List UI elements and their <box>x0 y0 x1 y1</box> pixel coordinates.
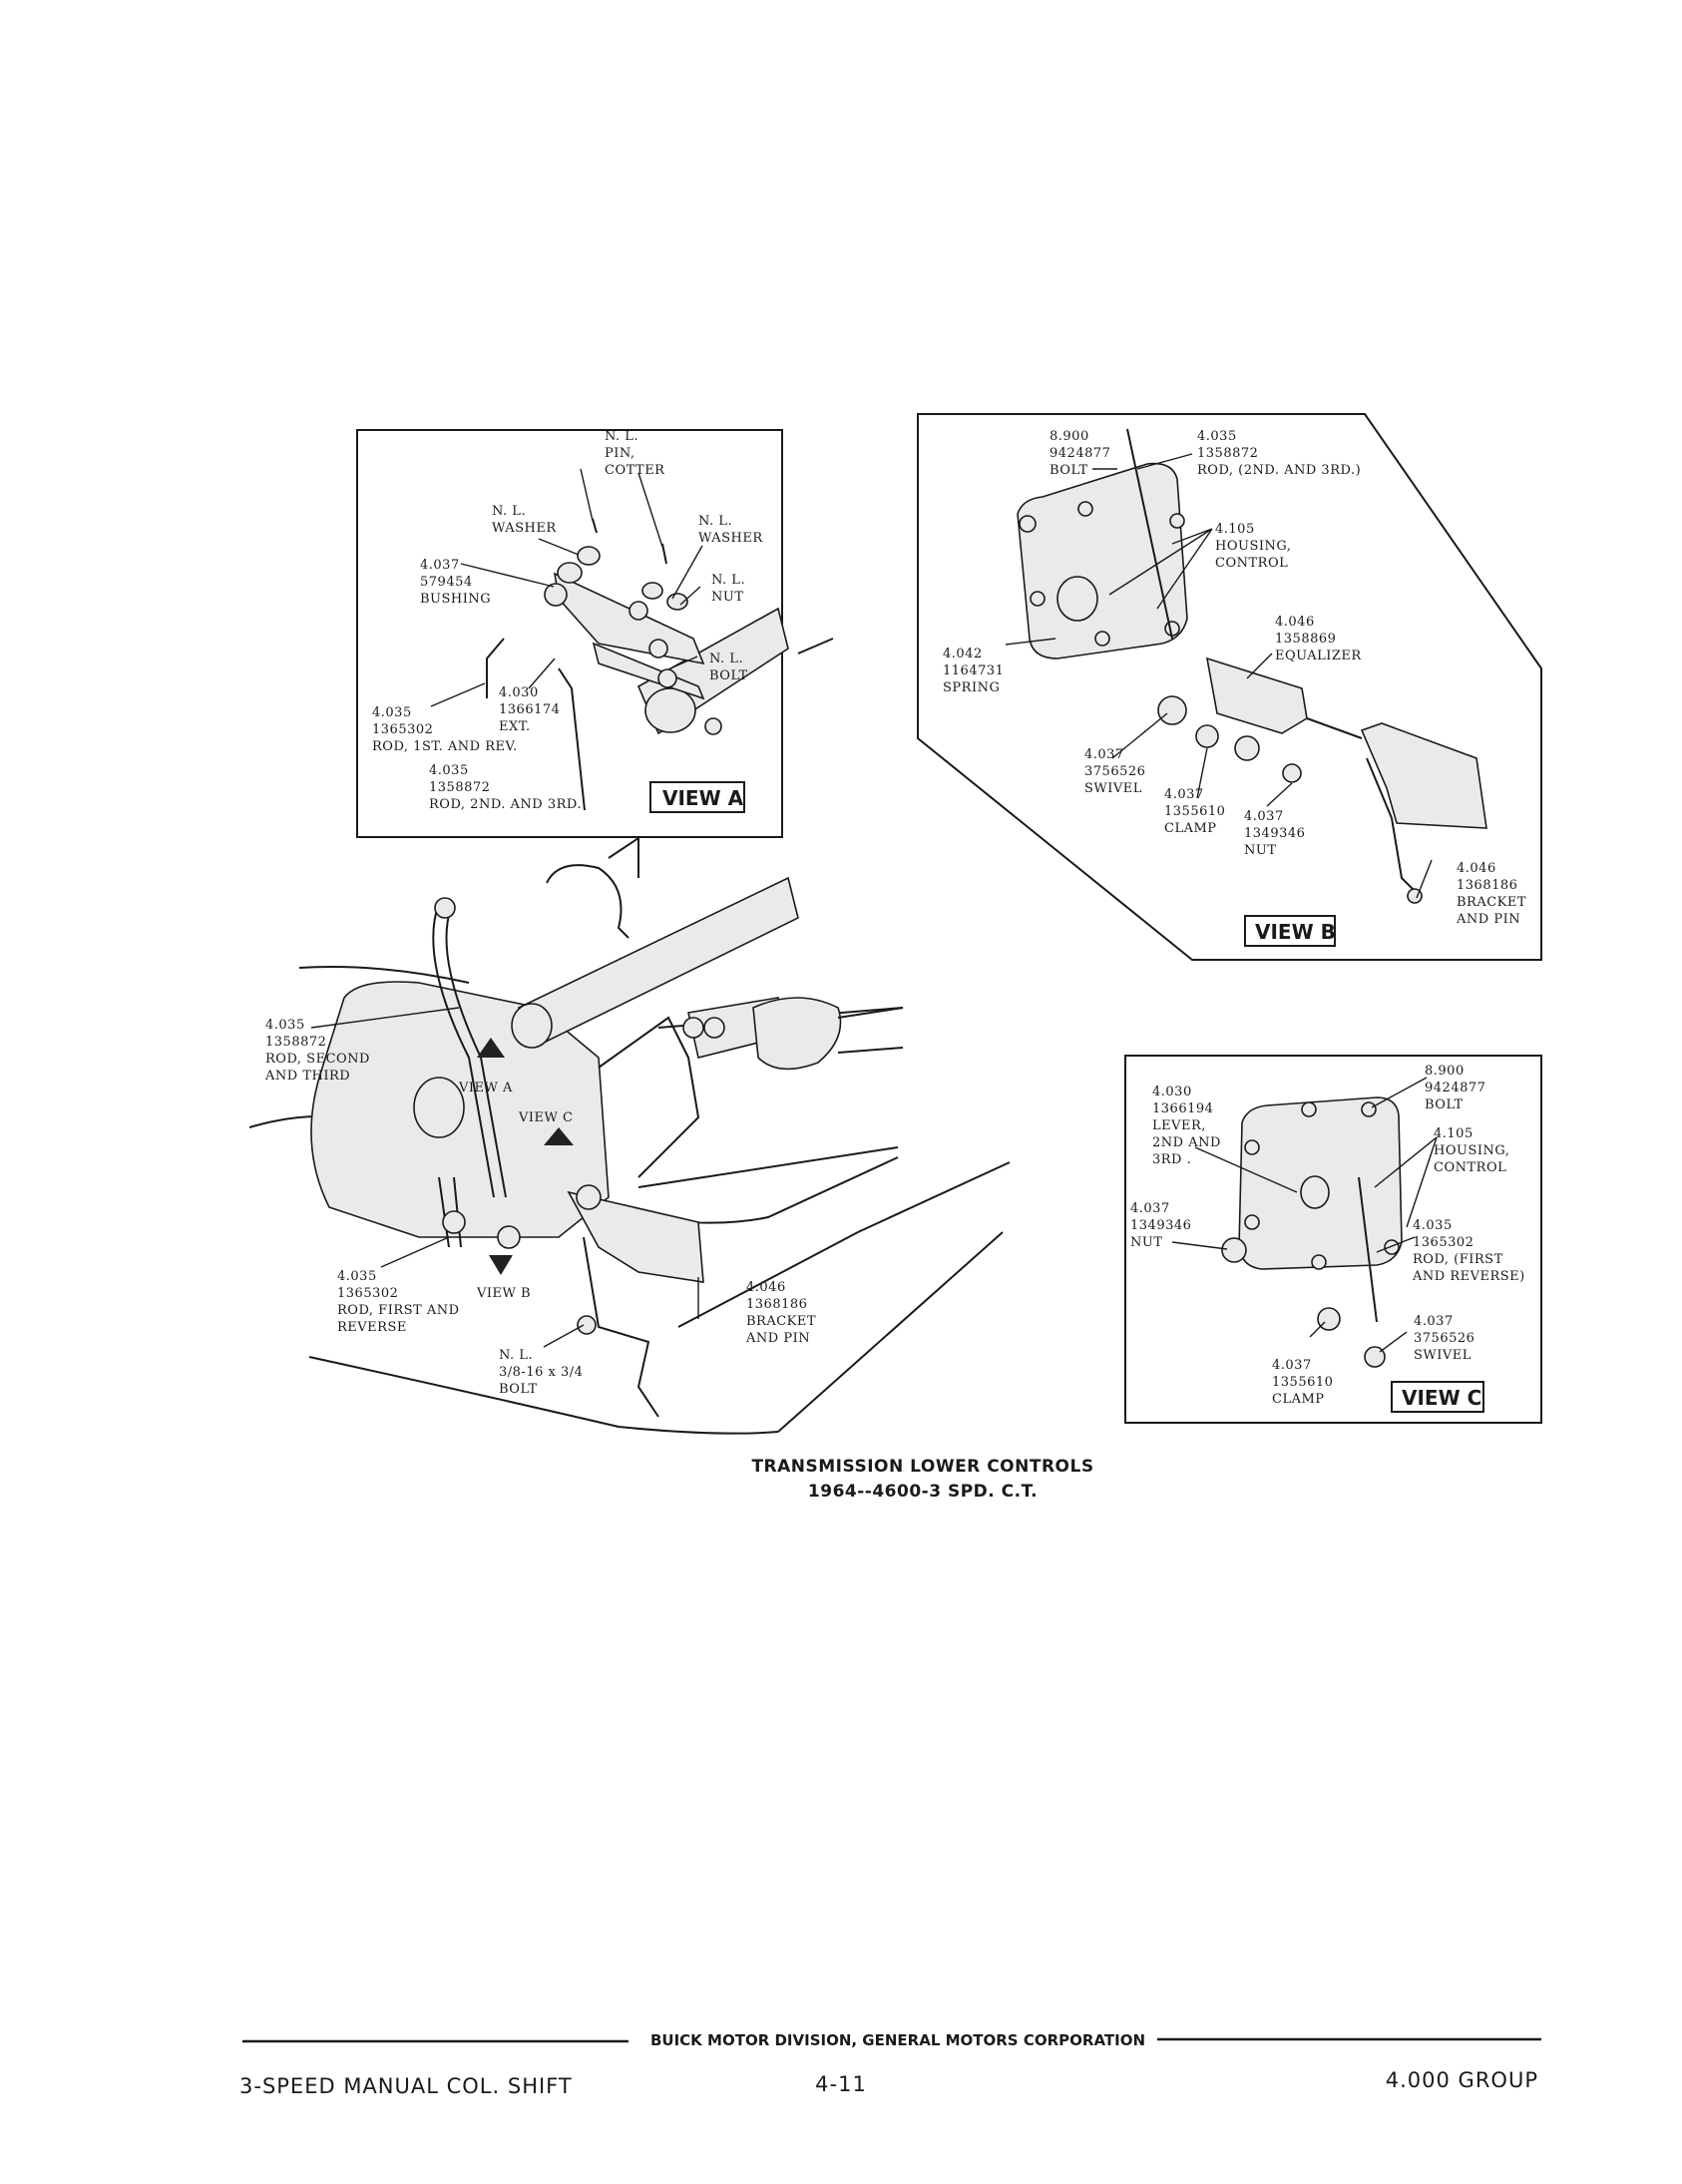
view-a-washer-left-label: N. L.WASHER <box>492 504 557 536</box>
view-b-leaders <box>1005 453 1433 899</box>
main-driveshaft <box>511 876 904 1071</box>
main-bracket <box>567 1184 704 1418</box>
view-a-panel: N. L.PIN,COTTER N. L.WASHER N. L.WASHER … <box>356 429 834 838</box>
view-a-nut-label: N. L.NUT <box>711 573 745 605</box>
main-view-b-pointer: VIEW B <box>476 1286 531 1301</box>
footer-section-title: 3-SPEED MANUAL COL. SHIFT <box>239 2074 573 2098</box>
view-a-lever <box>553 572 722 735</box>
footer-division: BUICK MOTOR DIVISION, GENERAL MOTORS COR… <box>650 2031 1145 2049</box>
view-c-rod <box>1358 1176 1378 1323</box>
view-b-tag: VIEW B <box>1255 920 1336 944</box>
page-footer: BUICK MOTOR DIVISION, GENERAL MOTORS COR… <box>239 2031 1541 2098</box>
view-b-rod <box>1126 428 1173 640</box>
view-a-leaders <box>430 468 703 707</box>
view-a-shaft <box>636 607 834 735</box>
figure-caption: TRANSMISSION LOWER CONTROLS 1964--4600-3… <box>751 1457 1093 1502</box>
view-c-housing <box>1238 1096 1403 1270</box>
view-b-bracket <box>1306 717 1487 904</box>
view-a-bolt-label: N. L.BOLT <box>709 652 748 683</box>
view-a-rod-1st <box>486 638 505 698</box>
view-a-rod-2nd <box>558 667 586 811</box>
footer-page-number: 4-11 <box>815 2072 867 2096</box>
view-c-leaders <box>1171 1077 1438 1353</box>
view-a-hardware <box>544 518 688 611</box>
view-a-tag: VIEW A <box>662 786 744 810</box>
view-a-pin-label: N. L.PIN,COTTER <box>605 429 665 478</box>
main-view-arrows <box>477 1038 574 1275</box>
main-leaders <box>310 1007 699 1348</box>
caption-title: TRANSMISSION LOWER CONTROLS <box>751 1457 1093 1477</box>
main-view-a-pointer: VIEW A <box>458 1081 513 1095</box>
footer-group: 4.000 GROUP <box>1386 2068 1538 2092</box>
view-b-equalizer <box>1157 656 1308 783</box>
main-rods <box>432 897 521 1249</box>
view-c-tag: VIEW C <box>1402 1386 1481 1410</box>
caption-subtitle: 1964--4600-3 SPD. C.T. <box>808 1482 1038 1502</box>
view-a-washer-right-label: N. L.WASHER <box>698 514 763 546</box>
main-view-c-pointer: VIEW C <box>518 1110 573 1125</box>
